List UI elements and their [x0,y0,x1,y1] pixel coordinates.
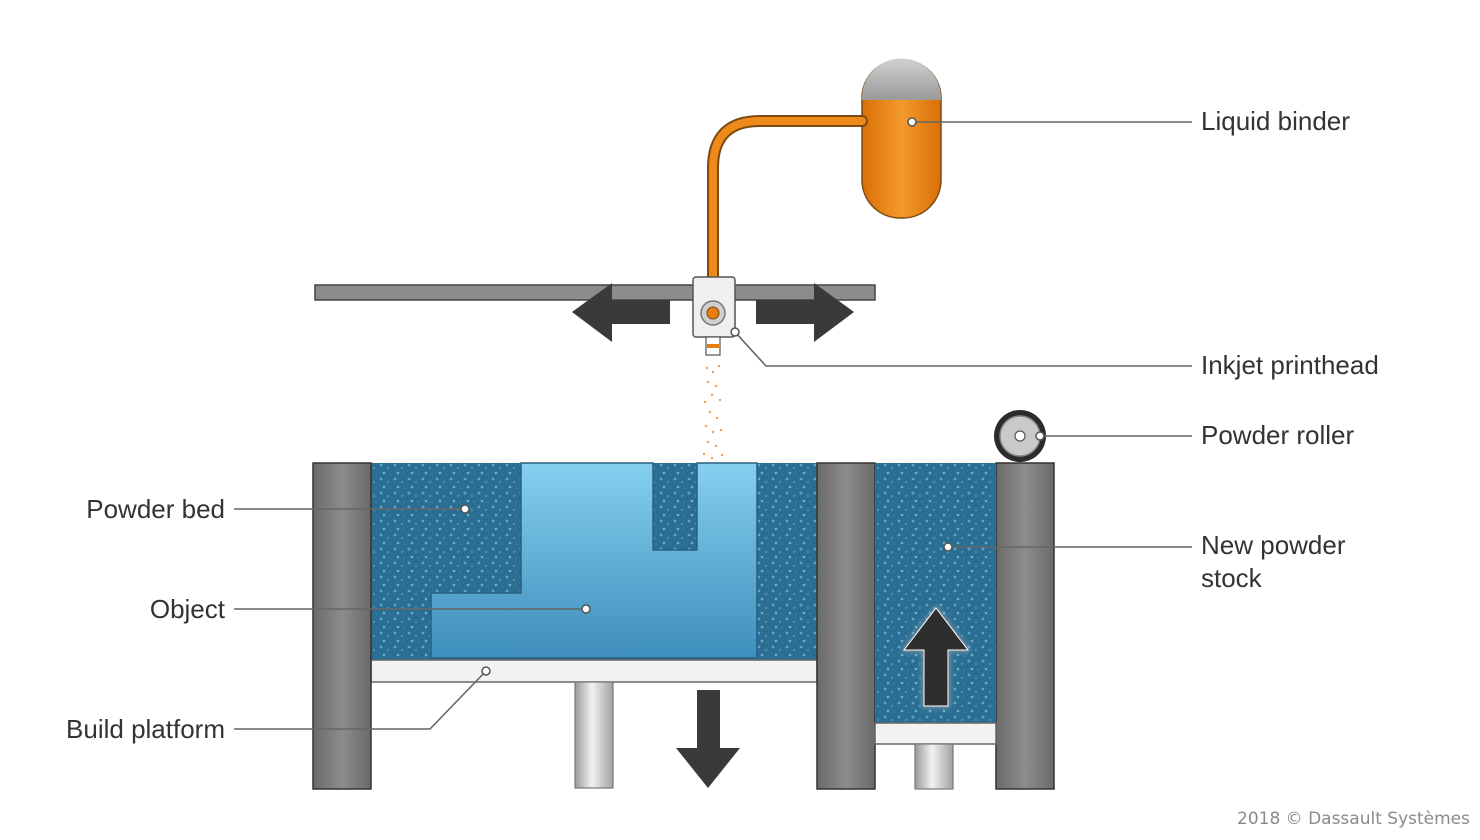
label-powder-roller: Powder roller [1201,420,1355,450]
move-right-arrow [756,283,854,342]
label-new-powder-stock-line1: New powder [1201,530,1346,560]
stock-wall-right [995,462,1055,790]
label-liquid-binder: Liquid binder [1201,106,1350,136]
powder-roller [994,410,1046,462]
inkjet-printhead [692,276,736,356]
build-wall-left [312,462,372,790]
label-new-powder-stock-line2: stock [1201,563,1263,593]
build-platform [370,659,818,683]
leader-inkjet-printhead [734,331,1192,367]
build-piston [574,681,614,789]
leader-build-platform [234,670,487,730]
label-powder-bed: Powder bed [86,494,225,524]
build-wall-right [816,462,876,790]
binder-droplets [702,364,724,460]
move-left-arrow [572,283,670,342]
stock-up-arrow [902,607,970,707]
platform-down-arrow [676,690,740,788]
stock-piston [914,743,954,790]
liquid-binder-tank [861,58,942,219]
stock-platform [874,722,997,745]
label-build-platform: Build platform [66,714,225,744]
label-object: Object [150,594,226,624]
copyright-notice: 2018 © Dassault Systèmes [1237,809,1470,829]
label-inkjet-printhead: Inkjet printhead [1201,350,1379,380]
